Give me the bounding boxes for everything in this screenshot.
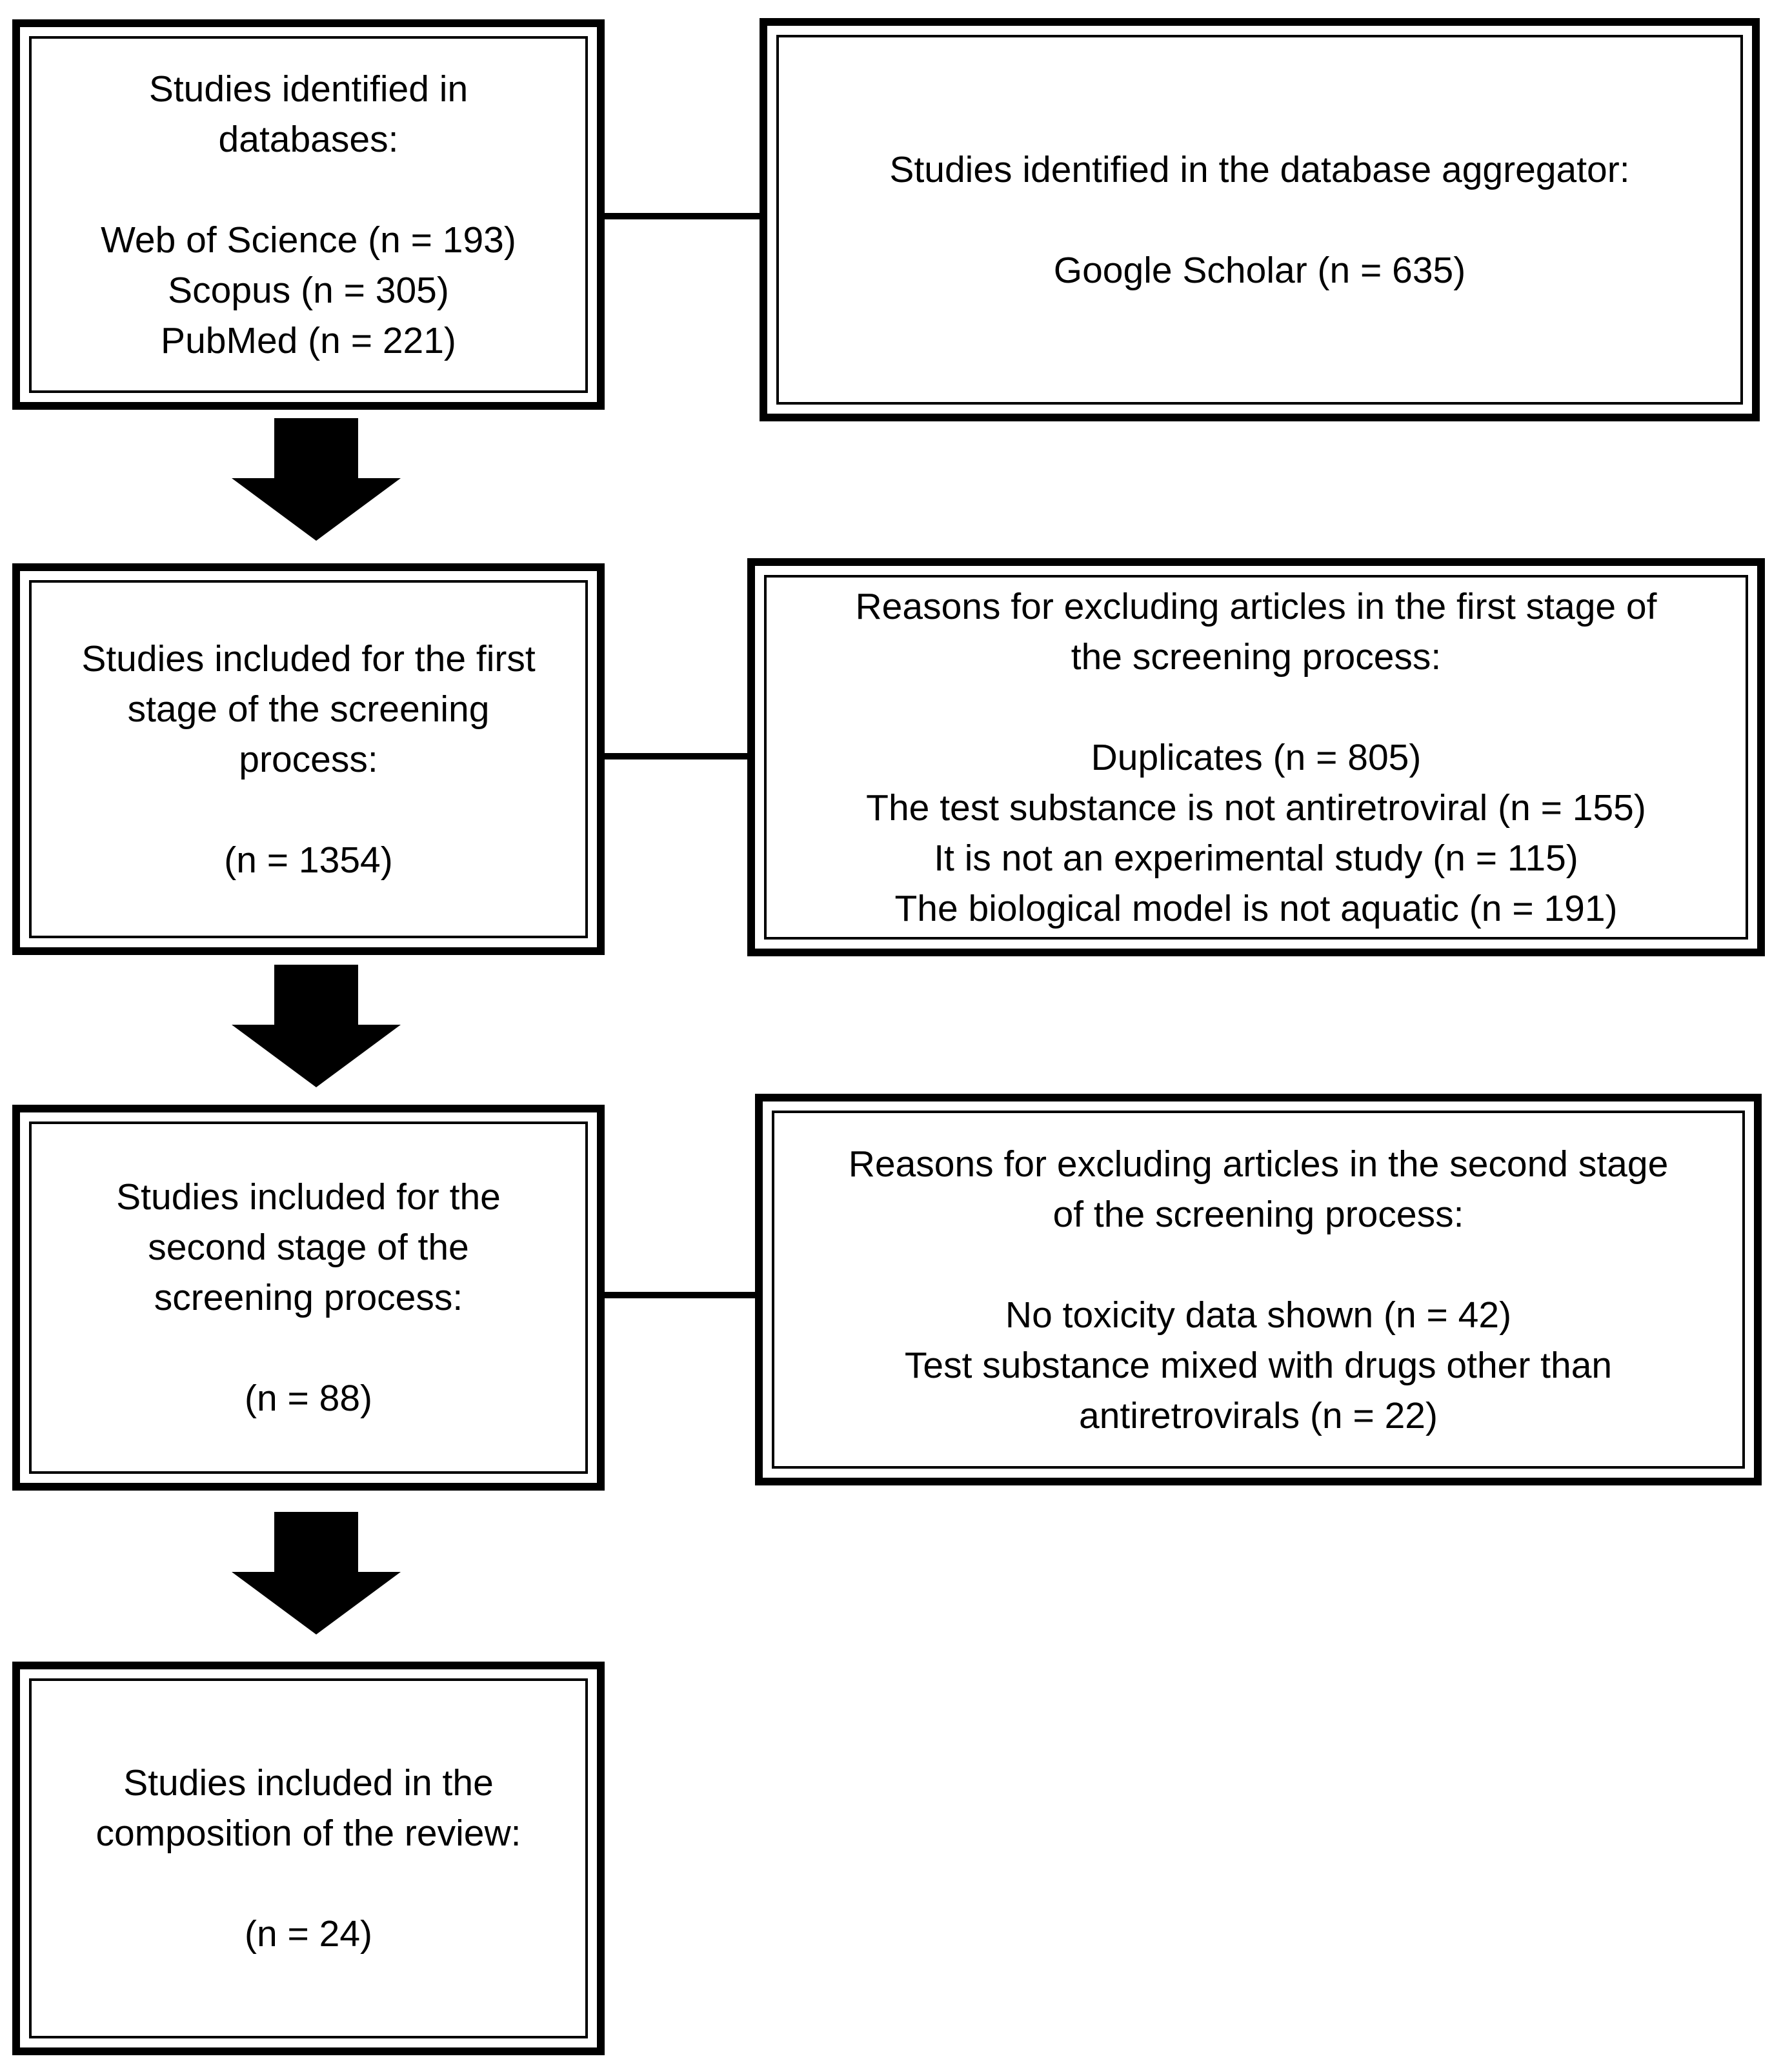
box-review-included-inner: Studies included in the composition of t… bbox=[29, 1678, 588, 2038]
box-review-included-title: Studies included in the composition of t… bbox=[96, 1762, 521, 1854]
box-studies-identified-databases-counts: Web of Science (n = 193) Scopus (n = 305… bbox=[101, 219, 516, 361]
box-studies-identified-databases-title: Studies identified in databases: bbox=[148, 68, 468, 160]
box-second-stage-exclusions-inner: Reasons for excluding articles in the se… bbox=[772, 1111, 1745, 1469]
box-second-stage-included-title: Studies included for the second stage of… bbox=[116, 1176, 501, 1318]
box-second-stage-included-inner: Studies included for the second stage of… bbox=[29, 1121, 588, 1474]
box-first-stage-included-count: (n = 1354) bbox=[224, 839, 393, 881]
box-first-stage-exclusions: Reasons for excluding articles in the fi… bbox=[747, 558, 1765, 956]
box-second-stage-exclusions-title: Reasons for excluding articles in the se… bbox=[848, 1143, 1669, 1235]
box-studies-identified-aggregator-counts: Google Scholar (n = 635) bbox=[1053, 249, 1466, 291]
box-second-stage-exclusions: Reasons for excluding articles in the se… bbox=[755, 1094, 1762, 1485]
box-second-stage-included: Studies included for the second stage of… bbox=[12, 1105, 605, 1491]
arrow-down-icon bbox=[232, 1512, 401, 1634]
flow-arrow-down-3 bbox=[232, 1512, 401, 1634]
arrow-down-icon bbox=[232, 965, 401, 1087]
box-studies-identified-aggregator-title: Studies identified in the database aggre… bbox=[889, 148, 1630, 190]
box-second-stage-included-count: (n = 88) bbox=[244, 1378, 373, 1419]
box-first-stage-exclusions-title: Reasons for excluding articles in the fi… bbox=[855, 585, 1657, 678]
box-first-stage-exclusions-reasons: Duplicates (n = 805) The test substance … bbox=[866, 736, 1646, 929]
box-studies-identified-aggregator: Studies identified in the database aggre… bbox=[760, 18, 1760, 421]
arrow-down-icon bbox=[232, 418, 401, 541]
box-first-stage-exclusions-inner: Reasons for excluding articles in the fi… bbox=[764, 575, 1748, 940]
connector-line-row2 bbox=[605, 753, 747, 759]
flow-arrow-down-2 bbox=[232, 965, 401, 1087]
box-first-stage-included: Studies included for the first stage of … bbox=[12, 563, 605, 955]
box-review-included-count: (n = 24) bbox=[244, 1913, 373, 1955]
box-second-stage-exclusions-reasons: No toxicity data shown (n = 42) Test sub… bbox=[904, 1294, 1613, 1436]
flow-arrow-down-1 bbox=[232, 418, 401, 541]
box-first-stage-included-title: Studies included for the first stage of … bbox=[81, 638, 536, 780]
box-studies-identified-databases-inner: Studies identified in databases: Web of … bbox=[29, 36, 588, 393]
connector-line-row3 bbox=[605, 1292, 755, 1298]
connector-line-row1 bbox=[605, 213, 760, 219]
box-studies-identified-aggregator-inner: Studies identified in the database aggre… bbox=[776, 35, 1743, 405]
box-first-stage-included-inner: Studies included for the first stage of … bbox=[29, 580, 588, 938]
box-review-included: Studies included in the composition of t… bbox=[12, 1662, 605, 2055]
box-studies-identified-databases: Studies identified in databases: Web of … bbox=[12, 19, 605, 410]
